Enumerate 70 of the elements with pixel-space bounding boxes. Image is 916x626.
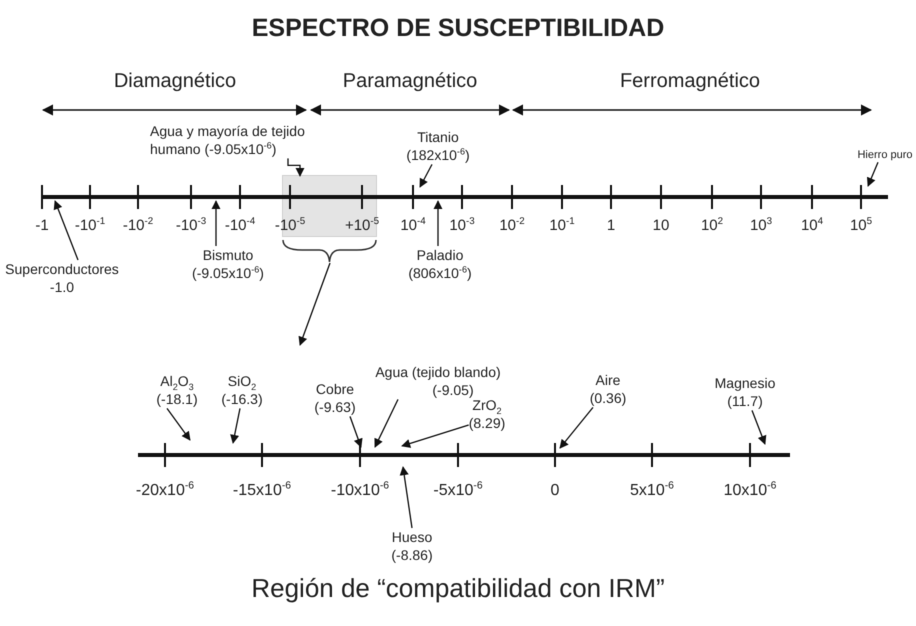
tick-label: -5x10$^{-6}$ xyxy=(433,482,483,500)
material-label: Al$_{2}$O$_{3}$ xyxy=(159,372,195,390)
material-label: Agua (tejido blando) xyxy=(375,363,501,382)
material-label: Hierro puro xyxy=(857,148,913,162)
caption: Región de “compatibilidad con IRM” xyxy=(251,574,665,604)
leader-arrow xyxy=(287,158,305,177)
title: ESPECTRO DE SUSCEPTIBILIDAD xyxy=(252,14,664,43)
leader-arrow xyxy=(211,200,221,246)
material-label: Aire xyxy=(594,371,622,390)
value-label: (-9.63) xyxy=(314,398,356,416)
value-label: (8.29) xyxy=(468,414,506,432)
tick-label: -10$^{-5}$ xyxy=(274,217,306,234)
tick-label: 10$^{3}$ xyxy=(750,217,772,234)
tick-label: 10$^{-3}$ xyxy=(449,217,475,234)
tick-label: -20x10$^{-6}$ xyxy=(136,482,194,500)
value-label: -1.0 xyxy=(48,278,76,296)
value-label: (-9.05x10$^{-6}$) xyxy=(192,264,264,282)
tick-label: -10$^{-3}$ xyxy=(176,217,206,234)
value-label: (0.36) xyxy=(590,389,626,408)
material-label: Paladio xyxy=(416,246,464,264)
leader-arrow xyxy=(349,416,363,448)
material-label: Magnesio xyxy=(714,374,776,392)
tick-label: -10$^{-4}$ xyxy=(224,217,256,234)
material-label: Titanio xyxy=(416,128,460,146)
leader-arrow xyxy=(751,410,766,445)
leader-arrow xyxy=(559,406,594,449)
tick-label: 10$^{5}$ xyxy=(850,217,872,234)
tick-label: +10$^{-5}$ xyxy=(344,217,380,234)
tick-label: -10$^{-1}$ xyxy=(74,217,106,234)
value-label: (-16.3) xyxy=(221,390,263,408)
tick-label: -15x10$^{-6}$ xyxy=(232,482,292,500)
leader-arrow xyxy=(419,164,433,188)
material-label: Bismuto xyxy=(202,246,254,264)
leader-arrow xyxy=(433,200,443,246)
material-label: ZrO$_{2}$ xyxy=(472,397,503,414)
leader-arrow xyxy=(401,424,469,448)
leader-arrow xyxy=(166,408,191,441)
tick-label: 1 xyxy=(606,217,616,234)
material-label: Superconductores xyxy=(5,260,119,278)
tick-label: 10$^{-4}$ xyxy=(400,217,426,234)
tick-label: 10x10$^{-6}$ xyxy=(724,482,776,500)
leader-arrow xyxy=(54,200,79,260)
leader-arrow xyxy=(230,408,241,444)
tick-label: 10$^{2}$ xyxy=(700,217,724,234)
tick-label: 0 xyxy=(550,482,560,500)
value-label: (806x10$^{-6}$) xyxy=(408,264,472,282)
leader-arrow xyxy=(374,399,399,448)
tick-label: -1 xyxy=(35,217,49,234)
tick-label: -10x10$^{-6}$ xyxy=(330,482,390,500)
range-label: Ferromagnético xyxy=(620,70,760,93)
tick-label: 10$^{-1}$ xyxy=(549,217,575,234)
value-label: (-9.05) xyxy=(431,381,475,400)
tick-label: 10 xyxy=(652,217,670,234)
leader-arrow xyxy=(867,162,879,187)
leader-arrow xyxy=(400,466,413,528)
tick-label: 5x10$^{-6}$ xyxy=(630,482,674,500)
value-label: (182x10$^{-6}$) xyxy=(406,146,470,164)
arrow xyxy=(298,262,331,346)
material-label: Hueso xyxy=(391,528,433,546)
value-label: (-18.1) xyxy=(156,390,198,408)
value-label: (-8.86) xyxy=(391,546,433,564)
material-label: Cobre xyxy=(314,380,356,398)
material-label: SiO$_{2}$ xyxy=(226,372,258,390)
material-label: Agua y mayoría de tejido humano (-9.05x10$^{-6}$) xyxy=(150,122,306,158)
range-label: Paramagnético xyxy=(342,70,478,93)
value-label: (11.7) xyxy=(726,392,764,410)
range-label: Diamagnético xyxy=(114,70,236,93)
tick-label: 10$^{-2}$ xyxy=(499,217,525,234)
tick-label: -10$^{-2}$ xyxy=(122,217,154,234)
tick-label: 10$^{4}$ xyxy=(800,217,824,234)
